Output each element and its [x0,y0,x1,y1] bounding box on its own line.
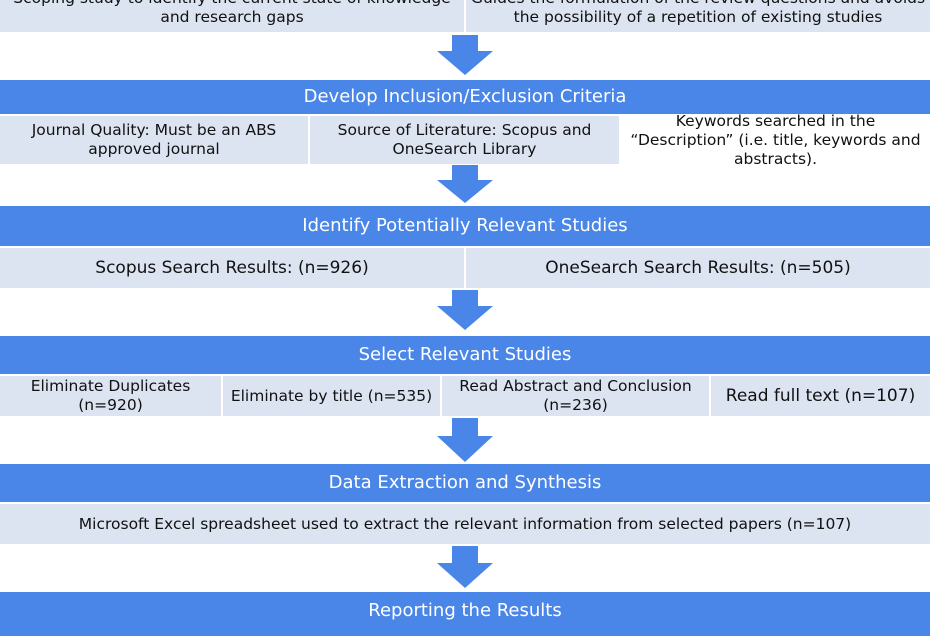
extraction-text: Microsoft Excel spreadsheet used to extr… [78,514,852,533]
extraction-header: Data Extraction and Synthesis [0,464,930,502]
identify-text-onesearch: OneSearch Search Results: (n=505) [545,257,851,278]
down-arrow-icon [437,165,493,203]
down-arrow-icon [437,418,493,462]
reporting-header: Reporting the Results [0,592,930,636]
select-text-full-text: Read full text (n=107) [725,385,916,406]
criteria-cell-source: Source of Literature: Scopus and OneSear… [310,116,619,164]
down-arrow-icon [437,35,493,75]
reporting-title: Reporting the Results [368,600,562,621]
identify-text-scopus: Scopus Search Results: (n=926) [95,257,369,278]
extraction-cell: Microsoft Excel spreadsheet used to extr… [0,504,930,544]
review-questions-text: Guides the formulation of the review que… [471,0,925,26]
select-cell-title: Eliminate by title (n=535) [223,376,440,416]
criteria-title: Develop Inclusion/Exclusion Criteria [303,86,627,107]
identify-cell-scopus: Scopus Search Results: (n=926) [0,248,464,288]
criteria-cell-keywords: Keywords searched in the “Description” (… [621,110,930,170]
down-arrow-icon [437,546,493,588]
select-text-abstract: Read Abstract and Conclusion (n=236) [459,377,692,414]
extraction-title: Data Extraction and Synthesis [328,472,602,493]
down-arrow-icon [437,290,493,330]
criteria-header: Develop Inclusion/Exclusion Criteria [0,80,930,114]
select-cell-abstract: Read Abstract and Conclusion (n=236) [442,376,709,416]
identify-cell-onesearch: OneSearch Search Results: (n=505) [466,248,930,288]
select-header: Select Relevant Studies [0,336,930,374]
scoping-study-text: Scoping study to identify the current st… [13,0,450,26]
select-cell-duplicates: Eliminate Duplicates (n=920) [0,376,221,416]
criteria-text-journal-quality: Journal Quality: Must be an ABS approved… [31,121,277,158]
identify-title: Identify Potentially Relevant Studies [302,215,628,236]
criteria-text-source: Source of Literature: Scopus and OneSear… [337,121,592,158]
criteria-text-keywords: Keywords searched in the “Description” (… [630,111,921,168]
criteria-cell-journal-quality: Journal Quality: Must be an ABS approved… [0,116,308,164]
identify-header: Identify Potentially Relevant Studies [0,206,930,246]
review-questions-cell: Guides the formulation of the review que… [466,0,930,32]
select-text-title: Eliminate by title (n=535) [230,386,433,405]
select-cell-full-text: Read full text (n=107) [711,376,930,416]
select-text-duplicates: Eliminate Duplicates (n=920) [30,377,191,414]
select-title: Select Relevant Studies [358,344,572,365]
scoping-study-cell: Scoping study to identify the current st… [0,0,464,32]
